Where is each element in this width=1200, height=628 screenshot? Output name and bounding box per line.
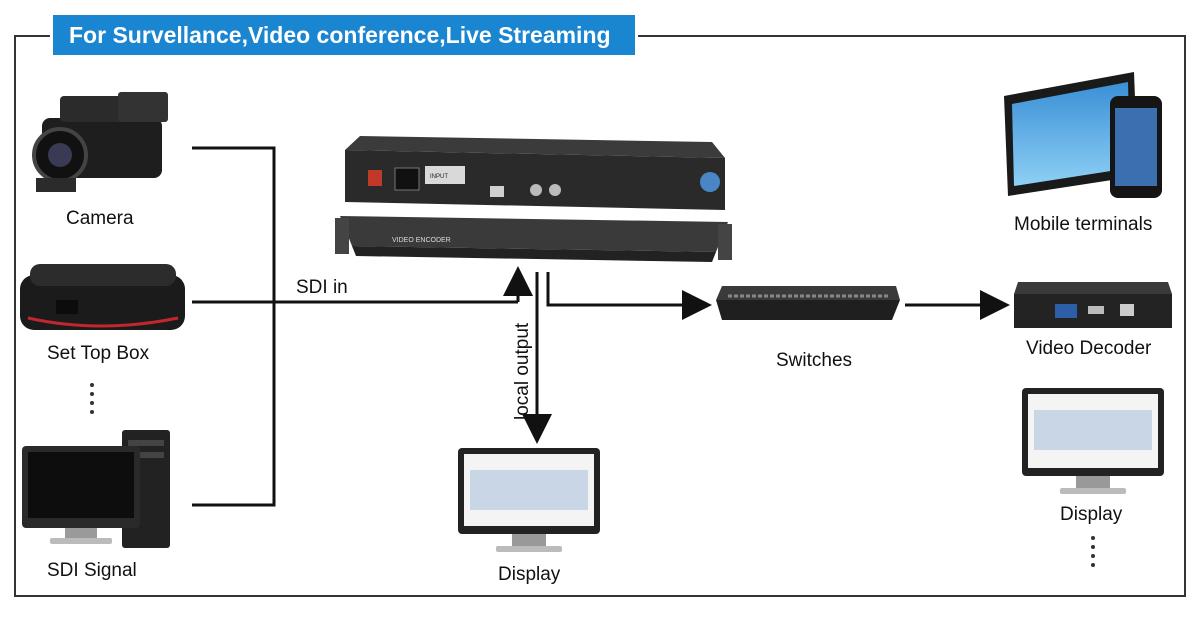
remote-display-icon xyxy=(1022,388,1164,494)
encoder-rear-icon: INPUT xyxy=(345,136,725,210)
local-output-label: local output xyxy=(512,322,533,420)
encoder-front-icon: VIDEO ENCODER xyxy=(335,216,732,262)
svg-text:INPUT: INPUT xyxy=(430,174,448,180)
camera-label: Camera xyxy=(66,208,134,229)
to-switch-arrow xyxy=(546,272,712,320)
output-ellipsis xyxy=(1091,536,1095,567)
video-decoder-label: Video Decoder xyxy=(1026,338,1152,359)
sdi-in-label: SDI in xyxy=(296,277,348,298)
video-decoder-icon xyxy=(1014,282,1172,328)
svg-text:VIDEO ENCODER: VIDEO ENCODER xyxy=(392,237,451,244)
set-top-box-icon xyxy=(20,264,185,330)
remote-display-label: Display xyxy=(1060,504,1123,525)
set-top-box-label: Set Top Box xyxy=(47,343,150,364)
local-display-icon xyxy=(458,448,600,552)
connector-lines xyxy=(192,146,1010,507)
sdi-signal-computer-icon xyxy=(22,430,170,548)
sdi-signal-label: SDI Signal xyxy=(47,560,137,581)
network-switch-icon xyxy=(716,286,900,320)
local-display-label: Display xyxy=(498,564,561,585)
source-ellipsis xyxy=(90,383,94,414)
banner-title: For Survellance,Video conference,Live St… xyxy=(50,12,638,58)
switches-label: Switches xyxy=(776,350,853,371)
mobile-terminals-label: Mobile terminals xyxy=(1014,214,1153,235)
mobile-terminals-icon xyxy=(1004,72,1162,198)
source-bracket-line xyxy=(192,146,276,507)
camera-icon xyxy=(32,92,168,192)
